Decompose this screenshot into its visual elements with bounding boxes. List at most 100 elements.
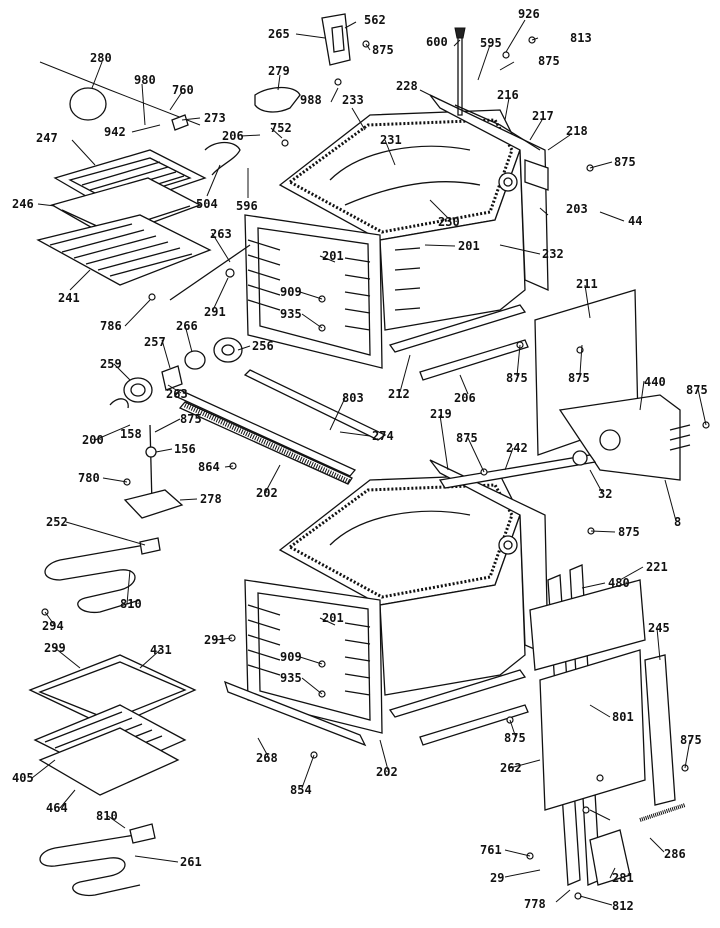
- label-812: 812: [612, 899, 634, 913]
- label-221: 221: [646, 560, 668, 574]
- label-280: 280: [90, 51, 112, 65]
- rail-242: [438, 450, 597, 489]
- bake-element: [44, 537, 161, 614]
- label-217: 217: [532, 109, 554, 123]
- label-299: 299: [44, 641, 66, 655]
- label-201: 201: [322, 249, 344, 263]
- small-parts-upper: [171, 13, 466, 176]
- label-875: 875: [686, 383, 708, 397]
- label-988: 988: [300, 93, 322, 107]
- lower-back-panel: [429, 459, 549, 657]
- broil-element: [39, 823, 156, 897]
- label-596: 596: [236, 199, 258, 213]
- label-279: 279: [268, 64, 290, 78]
- label-464: 464: [46, 801, 68, 815]
- label-935: 935: [280, 307, 302, 321]
- label-233: 233: [342, 93, 364, 107]
- label-44: 44: [628, 214, 642, 228]
- label-803: 803: [342, 391, 364, 405]
- label-780: 780: [78, 471, 100, 485]
- label-252: 252: [46, 515, 68, 529]
- label-273: 273: [204, 111, 226, 125]
- label-600: 600: [426, 35, 448, 49]
- label-760: 760: [172, 83, 194, 97]
- label-212: 212: [388, 387, 410, 401]
- label-259: 259: [100, 357, 122, 371]
- upper-back-panel: [429, 94, 549, 292]
- lower-racks: [28, 654, 197, 796]
- label-242: 242: [506, 441, 528, 455]
- label-813: 813: [570, 31, 592, 45]
- label-266: 266: [176, 319, 198, 333]
- label-268: 268: [256, 751, 278, 765]
- label-942: 942: [104, 125, 126, 139]
- label-405: 405: [12, 771, 34, 785]
- label-261: 261: [180, 855, 202, 869]
- label-562: 562: [364, 13, 386, 27]
- label-262: 262: [500, 761, 522, 775]
- label-926: 926: [518, 7, 540, 21]
- label-200: 200: [82, 433, 104, 447]
- label-752: 752: [270, 121, 292, 135]
- label-504: 504: [196, 197, 218, 211]
- label-201: 201: [458, 239, 480, 253]
- label-206: 206: [222, 129, 244, 143]
- label-875: 875: [504, 731, 526, 745]
- label-786: 786: [100, 319, 122, 333]
- label-778: 778: [524, 897, 546, 911]
- label-761: 761: [480, 843, 502, 857]
- label-875: 875: [372, 43, 394, 57]
- label-211: 211: [576, 277, 598, 291]
- label-909: 909: [280, 650, 302, 664]
- label-810: 810: [120, 597, 142, 611]
- label-274: 274: [372, 429, 394, 443]
- label-256: 256: [252, 339, 274, 353]
- label-265: 265: [268, 27, 290, 41]
- label-231: 231: [380, 133, 402, 147]
- label-480: 480: [608, 576, 630, 590]
- label-241: 241: [58, 291, 80, 305]
- leader-lines: [31, 19, 707, 906]
- label-281: 281: [612, 871, 634, 885]
- label-875: 875: [618, 525, 640, 539]
- upper-oven-cavity: [244, 109, 529, 381]
- label-228: 228: [396, 79, 418, 93]
- label-854: 854: [290, 783, 312, 797]
- label-218: 218: [566, 124, 588, 138]
- upper-side-panels: [534, 289, 691, 481]
- label-245: 245: [648, 621, 670, 635]
- part-number-labels: 265 562 875 926 813 600 595 875 280 980 …: [12, 7, 708, 913]
- label-286: 286: [664, 847, 686, 861]
- label-232: 232: [542, 247, 564, 261]
- label-206: 206: [454, 391, 476, 405]
- controls-cluster: [109, 337, 243, 409]
- label-278: 278: [200, 492, 222, 506]
- label-263: 263: [210, 227, 232, 241]
- label-875: 875: [614, 155, 636, 169]
- label-216: 216: [497, 88, 519, 102]
- label-431: 431: [150, 643, 172, 657]
- label-810: 810: [96, 809, 118, 823]
- label-595: 595: [480, 36, 502, 50]
- label-8: 8: [674, 515, 681, 529]
- label-263: 263: [166, 387, 188, 401]
- label-202: 202: [376, 765, 398, 779]
- label-440: 440: [644, 375, 666, 389]
- label-875: 875: [456, 431, 478, 445]
- label-257: 257: [144, 335, 166, 349]
- label-801: 801: [612, 710, 634, 724]
- label-980: 980: [134, 73, 156, 87]
- label-158: 158: [120, 427, 142, 441]
- label-875: 875: [506, 371, 528, 385]
- label-246: 246: [12, 197, 34, 211]
- label-875: 875: [180, 412, 202, 426]
- label-875: 875: [680, 733, 702, 747]
- screws: [41, 36, 710, 900]
- label-875: 875: [538, 54, 560, 68]
- label-230: 230: [438, 215, 460, 229]
- label-156: 156: [174, 442, 196, 456]
- lower-oven-cavity: [223, 474, 529, 747]
- label-203: 203: [566, 202, 588, 216]
- label-32: 32: [598, 487, 612, 501]
